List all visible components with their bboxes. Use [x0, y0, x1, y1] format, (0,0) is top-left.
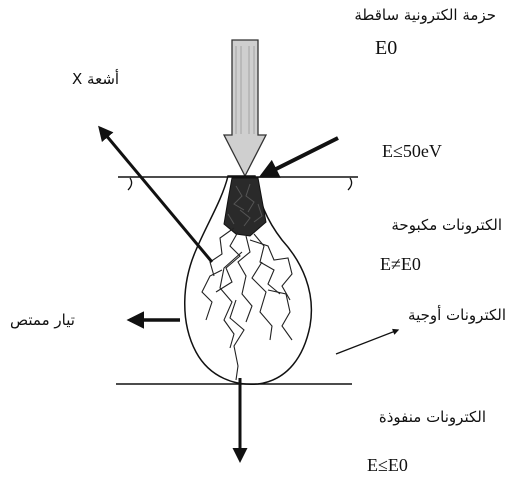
electron-trajectories — [202, 228, 292, 380]
top-surface-right-break — [348, 178, 352, 190]
top-surface-left-break — [128, 178, 132, 190]
transmitted-energy-label: E≤E0 — [367, 456, 408, 474]
incident-beam-arrow — [224, 40, 266, 176]
xray-arrow — [100, 128, 212, 262]
backscattered-electrons-label: الكترونات مكبوحة — [391, 218, 502, 233]
secondary-energy-label: E≤50eV — [382, 142, 442, 160]
auger-electrons-arrow — [336, 330, 398, 354]
auger-electrons-label: الكترونات أوجية — [408, 308, 506, 323]
transmitted-electrons-label: الكترونات منفوذة — [379, 410, 486, 425]
xray-label: أشعة X — [72, 72, 119, 87]
absorbed-current-label: تيار ممتص — [10, 313, 75, 328]
entry-scatter-cloud — [224, 178, 266, 236]
incident-energy-label: E0 — [375, 38, 397, 58]
incident-beam-label: حزمة الكترونية ساقطة — [354, 8, 496, 23]
backscattered-energy-label: E≠E0 — [380, 255, 421, 273]
secondary-electrons-arrow — [262, 138, 338, 176]
